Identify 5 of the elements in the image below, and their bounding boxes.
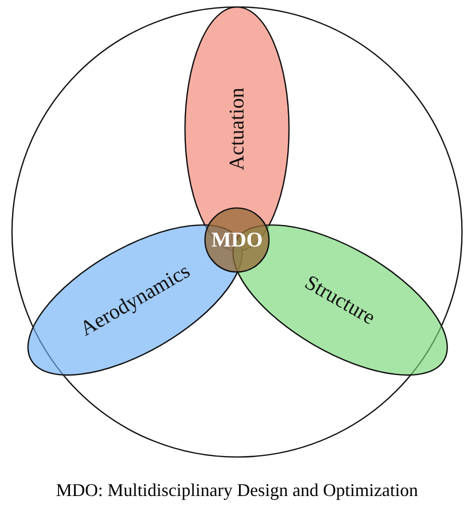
region-label: MDO xyxy=(211,228,263,252)
circle-outline xyxy=(12,7,462,457)
region-label: Actuation xyxy=(224,88,250,170)
overlap-circle xyxy=(205,208,269,272)
caption: MDO: Multidisciplinary Design and Optimization xyxy=(55,480,419,501)
